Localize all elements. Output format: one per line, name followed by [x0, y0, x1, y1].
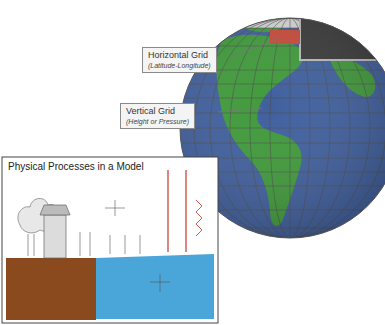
grid-label: Horizontal Grid(Latitude-Longitude): [142, 47, 217, 73]
label-subtitle: (Height or Pressure): [126, 117, 189, 126]
label-heading: Vertical Grid: [126, 106, 189, 117]
label-subtitle: (Latitude-Longitude): [148, 61, 211, 70]
label-heading: Horizontal Grid: [148, 50, 211, 61]
processes-inset: [2, 157, 218, 323]
leader-lines: [218, 38, 280, 112]
label-heading: Physical Processes in a Model: [8, 161, 212, 173]
inset-panel: Physical Processes in a Model: [2, 157, 218, 323]
grid-label: Vertical Grid(Height or Pressure): [120, 103, 195, 129]
